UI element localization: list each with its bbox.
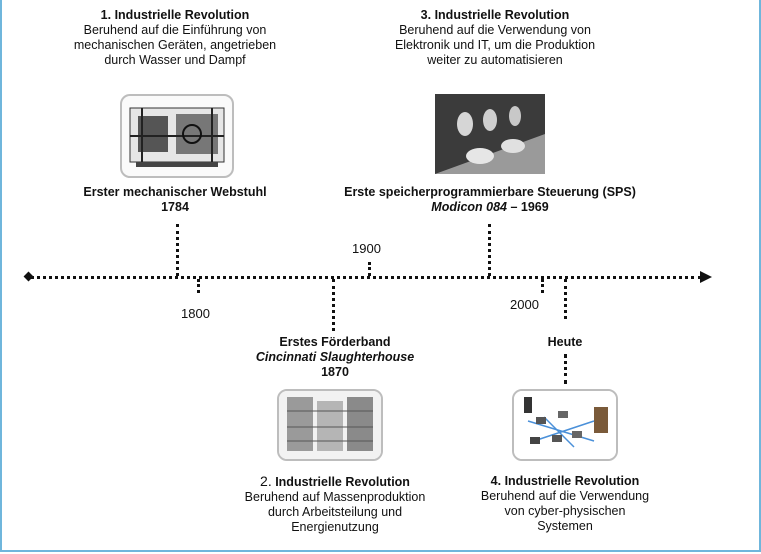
timeline-arrowhead xyxy=(700,271,712,283)
rev4-desc-line3: Systemen xyxy=(537,519,593,533)
event-heute: Heute xyxy=(520,335,610,350)
connector-heute-upper xyxy=(564,279,567,319)
rev4-title: 4. Industrielle Revolution xyxy=(490,474,640,488)
timeline-axis xyxy=(30,276,702,279)
event-foerderband-name: Erstes Förderband xyxy=(279,335,391,349)
rev1-block: 1. Industrielle Revolution Beruhend auf … xyxy=(40,8,310,68)
rev3-title: 3. Industrielle Revolution xyxy=(420,8,570,22)
tick-1900-mark xyxy=(368,262,371,276)
event-sps-sep: – xyxy=(507,200,521,214)
event-sps-model: Modicon 084 xyxy=(431,200,507,214)
connector-webstuhl xyxy=(176,224,179,276)
rev4-desc-line1: Beruhend auf die Verwendung xyxy=(480,489,650,503)
event-foerderband-year: 1870 xyxy=(321,365,349,379)
rev1-desc-line1: Beruhend auf die Einführung von xyxy=(83,23,267,37)
loom-image xyxy=(120,94,234,178)
event-sps-name: Erste speicherprogrammierbare Steuerung … xyxy=(344,185,636,199)
rev2-desc-line3: Energienutzung xyxy=(291,520,379,534)
rev3-desc-line2: Elektronik und IT, um die Produktion xyxy=(394,38,596,52)
tick-1900-label: 1900 xyxy=(352,241,381,256)
tick-2000-mark xyxy=(541,279,544,293)
rev1-desc-line2: mechanischen Geräten, angetrieben xyxy=(73,38,277,52)
rev3-desc-line3: weiter zu automatisieren xyxy=(427,53,563,67)
assembly-line-image xyxy=(435,94,545,174)
rev2-heading: 2. Industrielle Revolution xyxy=(205,474,465,490)
rev2-desc-line1: Beruhend auf Massenproduktion xyxy=(244,490,426,504)
event-heute-name: Heute xyxy=(547,335,583,349)
event-webstuhl: Erster mechanischer Webstuhl 1784 xyxy=(40,185,310,215)
event-foerderband: Erstes Förderband Cincinnati Slaughterho… xyxy=(205,335,465,380)
event-webstuhl-name: Erster mechanischer Webstuhl xyxy=(83,185,267,199)
rev1-desc-line3: durch Wasser und Dampf xyxy=(104,53,246,67)
connector-foerderband xyxy=(332,279,335,331)
connector-heute-lower xyxy=(564,354,567,384)
control-cabinet-image xyxy=(277,389,383,461)
tick-1800-label: 1800 xyxy=(181,306,210,321)
tick-2000-label: 2000 xyxy=(510,297,539,312)
rev2-title: Industrielle Revolution xyxy=(275,475,410,489)
event-sps-detail: Modicon 084 – 1969 xyxy=(300,200,680,215)
rev3-block: 3. Industrielle Revolution Beruhend auf … xyxy=(355,8,635,68)
rev2-desc-line2: durch Arbeitsteilung und xyxy=(267,505,403,519)
tick-1800-mark xyxy=(197,279,200,293)
event-sps: Erste speicherprogrammierbare Steuerung … xyxy=(300,185,680,215)
connector-sps xyxy=(488,224,491,276)
event-foerderband-place: Cincinnati Slaughterhouse xyxy=(255,350,415,364)
cyber-physical-network-image xyxy=(512,389,618,461)
rev3-desc-line1: Beruhend auf die Verwendung von xyxy=(399,23,591,37)
rev1-title: 1. Industrielle Revolution xyxy=(100,8,250,22)
rev4-desc-line2: von cyber-physischen xyxy=(504,504,626,518)
event-sps-year: 1969 xyxy=(520,200,549,214)
rev4-block: 4. Industrielle Revolution Beruhend auf … xyxy=(450,474,680,534)
event-webstuhl-year: 1784 xyxy=(161,200,189,214)
rev2-block: 2. Industrielle Revolution Beruhend auf … xyxy=(205,474,465,535)
rev2-number: 2. xyxy=(260,473,272,489)
